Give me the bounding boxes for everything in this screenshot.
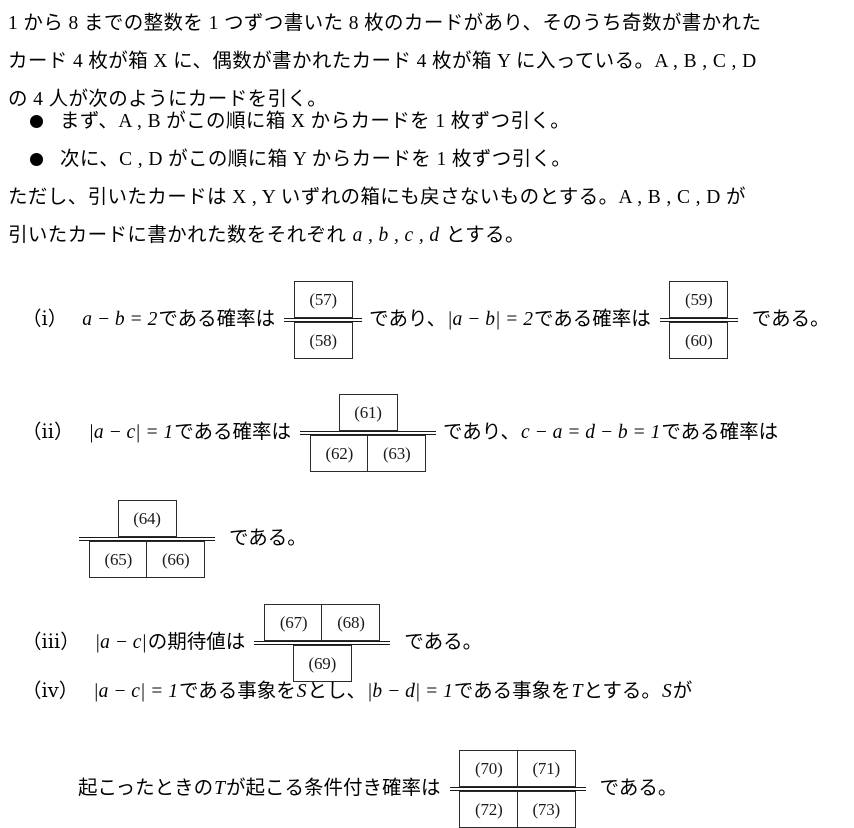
item-iv-text-d: とする。: [583, 681, 661, 702]
answer-box-63[interactable]: (63): [367, 435, 427, 472]
condition-variables: a , b , c , d: [352, 225, 440, 246]
bullet-item-2: 次に、C , D がこの順に箱 Y からカードを 1 枚ずつ引く。: [30, 150, 571, 170]
item-iv-expr-2: |b − d| = 1: [367, 681, 453, 702]
item-iv-line2-c: が起こる条件付き確率は: [226, 778, 441, 800]
answer-box-60[interactable]: (60): [669, 322, 729, 359]
item-ii-expr-2: c − a = d − b = 1: [521, 422, 661, 444]
fraction-numerator: (59): [669, 281, 729, 318]
item-ii-tail: である。: [229, 528, 307, 550]
answer-box-70[interactable]: (70): [459, 750, 519, 787]
fraction-numerator: (61): [338, 394, 398, 431]
item-iv-line2-a: 起こったときの: [78, 778, 214, 800]
item-i-connector: であり、: [369, 309, 447, 331]
fraction-denominator: (58): [293, 322, 353, 359]
fraction-57-58: (57) (58): [284, 281, 363, 359]
bullet-item-1-text: まず、A , B がこの順に箱 X からカードを 1 枚ずつ引く。: [60, 111, 571, 132]
answer-box-73[interactable]: (73): [516, 791, 576, 828]
answer-box-66[interactable]: (66): [146, 541, 206, 578]
answer-box-59[interactable]: (59): [669, 281, 729, 318]
item-iv-text-a: である事象を: [178, 681, 296, 702]
item-i-label: （ⅰ）: [22, 309, 68, 331]
item-i-expr-2: |a − b| = 2: [447, 309, 533, 331]
item-ii-expr-1: |a − c| = 1: [88, 422, 174, 444]
item-iv: （ⅳ） |a − c| = 1 である事象を S とし、 |b − d| = 1…: [22, 682, 692, 702]
item-iv-expr-1: |a − c| = 1: [93, 681, 178, 702]
answer-box-61[interactable]: (61): [338, 394, 398, 431]
answer-box-62[interactable]: (62): [309, 435, 369, 472]
item-i-expr-1: a − b = 2: [82, 309, 158, 331]
bullet-dot-icon: [30, 153, 43, 167]
item-iv-line2-event-t: T: [214, 778, 225, 800]
answer-box-57[interactable]: (57): [293, 281, 353, 318]
item-iii: （ⅲ） |a − c| の期待値は (67) (68) (69) である。: [22, 604, 482, 682]
item-iv-tail: である。: [599, 778, 678, 800]
item-iv-event-s-2: S: [661, 681, 672, 702]
fraction-rule: [659, 318, 738, 322]
item-iv-label: （ⅳ）: [22, 681, 79, 702]
bullet-item-2-text: 次に、C , D がこの順に箱 Y からカードを 1 枚ずつ引く。: [60, 149, 572, 170]
condition-line-2-post: とする。: [440, 225, 525, 246]
fraction-59-60: (59) (60): [659, 281, 738, 359]
item-iii-tail: である。: [404, 632, 483, 654]
answer-box-64[interactable]: (64): [117, 500, 177, 537]
item-iv-text-e: が: [672, 681, 693, 702]
answer-box-72[interactable]: (72): [459, 791, 519, 828]
answer-box-69[interactable]: (69): [292, 645, 352, 682]
item-ii-label: （ⅱ）: [22, 422, 74, 444]
bullet-item-1: まず、A , B がこの順に箱 X からカードを 1 枚ずつ引く。: [30, 112, 570, 132]
item-ii: （ⅱ） |a − c| = 1 である確率は (61) (62) (63) であ…: [22, 394, 780, 472]
fraction-rule: [300, 431, 436, 435]
answer-box-58[interactable]: (58): [293, 322, 353, 359]
intro-line-3: の 4 人が次のようにカードを引く。: [8, 89, 328, 110]
fraction-numerator: (64): [117, 500, 177, 537]
answer-box-65[interactable]: (65): [88, 541, 148, 578]
item-i: （ⅰ） a − b = 2 である確率は (57) (58) であり、 |a −…: [22, 281, 830, 359]
intro-line-1: 1 から 8 までの整数を 1 つずつ書いた 8 枚のカードがあり、そのうち奇数…: [8, 13, 762, 34]
fraction-64-65-66: (64) (65) (66): [79, 500, 215, 578]
item-ii-text-2: である確率は: [661, 422, 779, 444]
fraction-denominator: (72) (73): [459, 791, 576, 828]
fraction-rule: [449, 787, 586, 791]
fraction-67-68-69: (67) (68) (69): [254, 604, 391, 682]
item-i-tail: である。: [751, 309, 830, 331]
fraction-rule: [79, 537, 215, 541]
bullet-dot-icon: [30, 115, 43, 129]
item-iv-text-c: である事象を: [453, 681, 571, 702]
item-ii-connector: であり、: [443, 422, 521, 444]
item-iv-text-b: とし、: [307, 681, 367, 702]
fraction-denominator: (60): [669, 322, 729, 359]
exam-page: 1 から 8 までの整数を 1 つずつ書いた 8 枚のカードがあり、そのうち奇数…: [8, 13, 830, 828]
fraction-numerator: (57): [293, 281, 353, 318]
fraction-rule: [284, 318, 363, 322]
fraction-70-71-72-73: (70) (71) (72) (73): [449, 750, 586, 828]
answer-box-71[interactable]: (71): [516, 750, 576, 787]
fraction-rule: [254, 641, 391, 645]
condition-line-2-pre: 引いたカードに書かれた数をそれぞれ: [8, 225, 352, 246]
item-iii-text: の期待値は: [147, 632, 246, 654]
item-i-text-2: である確率は: [533, 309, 651, 331]
fraction-numerator: (67) (68): [264, 604, 381, 641]
fraction-61-62-63: (61) (62) (63): [300, 394, 436, 472]
item-ii-continued: (64) (65) (66) である。: [72, 500, 307, 578]
item-iii-label: （ⅲ）: [22, 632, 80, 654]
intro-line-2: カード 4 枚が箱 X に、偶数が書かれたカード 4 枚が箱 Y に入っている。…: [8, 51, 757, 72]
item-iii-expr: |a − c|: [94, 632, 147, 654]
fraction-numerator: (70) (71): [459, 750, 576, 787]
condition-line-2: 引いたカードに書かれた数をそれぞれ a , b , c , d とする。: [8, 226, 525, 246]
item-iv-event-t: T: [571, 681, 583, 702]
item-iv-event-s: S: [296, 681, 307, 702]
answer-box-68[interactable]: (68): [321, 604, 381, 641]
item-ii-text-1: である確率は: [174, 422, 291, 444]
answer-box-67[interactable]: (67): [264, 604, 324, 641]
item-i-text-1: である確率は: [158, 309, 276, 331]
fraction-denominator: (65) (66): [88, 541, 206, 578]
fraction-denominator: (69): [292, 645, 352, 682]
condition-line-1: ただし、引いたカードは X , Y いずれの箱にも戻さないものとする。A , B…: [8, 187, 746, 208]
fraction-denominator: (62) (63): [309, 435, 427, 472]
item-iv-continued: 起こったときの T が起こる条件付き確率は (70) (71) (72) (73…: [78, 750, 677, 828]
